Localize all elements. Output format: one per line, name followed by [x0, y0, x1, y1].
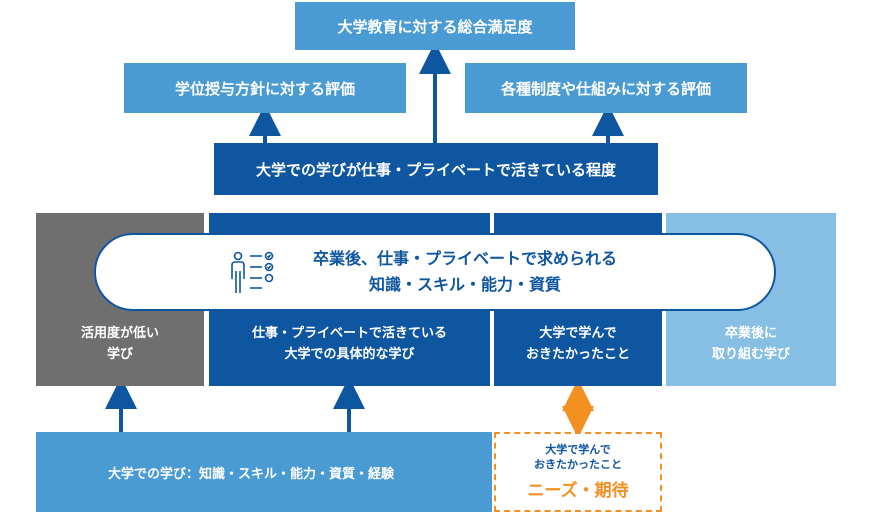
column-wished-learning-label: 大学で学んで おきたかったこと: [525, 326, 630, 363]
learning-utilization-label: 大学での学びが仕事・プライベートで活きている程度: [255, 160, 616, 179]
overall-satisfaction-label: 大学教育に対する総合満足度: [337, 17, 533, 36]
required-skills-line1: 卒業後、仕事・プライベートで求められる: [312, 249, 617, 269]
degree-policy-evaluation-label: 学位授与方針に対する評価: [174, 79, 355, 98]
systems-evaluation-label: 各種制度や仕組みに対する評価: [500, 79, 711, 98]
checklist-person-icon: [231, 251, 274, 293]
required-skills-text: 卒業後、仕事・プライベートで求められる 知識・スキル・能力・資質: [313, 246, 617, 297]
column-post-graduation-learning-label: 卒業後に 取り組む学び: [711, 326, 790, 363]
learning-utilization-box: 大学での学びが仕事・プライベートで活きている程度: [214, 143, 658, 195]
needs-expectations-box: 大学で学んで おきたかったこと ニーズ・期待: [494, 432, 662, 512]
university-learning-label: 大学での学び：知識・スキル・能力・資質・経験: [108, 466, 395, 482]
university-learning-box: 大学での学び：知識・スキル・能力・資質・経験: [36, 432, 492, 512]
required-skills-line2: 知識・スキル・能力・資質: [368, 275, 561, 294]
needs-label: 大学で学んで おきたかったこと: [534, 443, 622, 473]
systems-evaluation-box: 各種制度や仕組みに対する評価: [465, 63, 747, 113]
column-applied-learning-label: 仕事・プライベートで活きている 大学での具体的な学び: [251, 326, 447, 363]
needs-label-line1: 大学で学んで: [545, 443, 611, 457]
degree-policy-evaluation-box: 学位授与方針に対する評価: [124, 63, 406, 113]
required-skills-pill: 卒業後、仕事・プライベートで求められる 知識・スキル・能力・資質: [94, 233, 776, 311]
overall-satisfaction-box: 大学教育に対する総合満足度: [295, 2, 575, 50]
needs-title: ニーズ・期待: [527, 480, 629, 501]
needs-label-line2: おきたかったこと: [534, 458, 622, 471]
column-low-utilization-label: 活用度が低い 学び: [80, 326, 159, 363]
